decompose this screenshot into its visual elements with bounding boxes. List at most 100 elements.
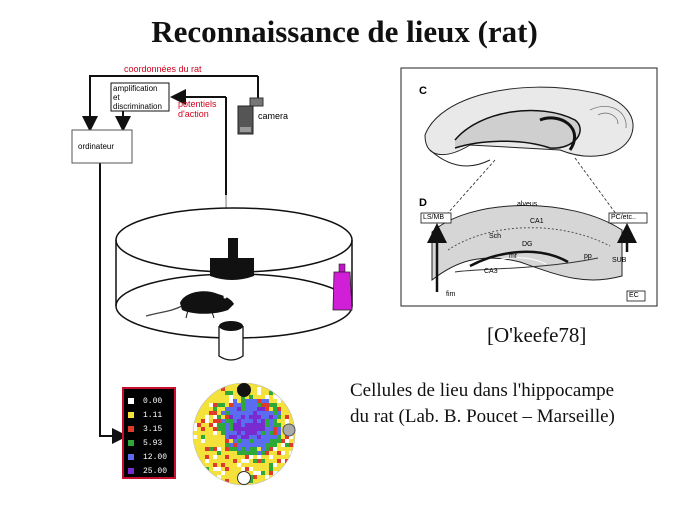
map-pixel — [221, 475, 225, 479]
map-pixel — [241, 435, 245, 439]
map-pixel — [201, 423, 205, 427]
map-pixel — [229, 411, 233, 415]
map-pixel — [201, 455, 205, 459]
map-pixel — [273, 427, 277, 431]
panel-d-label: D — [419, 197, 427, 209]
map-pixel — [233, 439, 237, 443]
map-pixel — [257, 423, 261, 427]
map-pixel — [281, 411, 285, 415]
map-pixel — [249, 439, 253, 443]
map-pixel — [273, 403, 277, 407]
map-pixel — [233, 463, 237, 467]
map-pixel — [253, 455, 257, 459]
map-pixel — [273, 407, 277, 411]
map-pixel — [277, 455, 281, 459]
map-pixel — [225, 423, 229, 427]
map-pixel — [237, 467, 241, 471]
map-pixel — [193, 443, 197, 447]
map-pixel — [217, 431, 221, 435]
map-pixel — [209, 399, 213, 403]
map-pixel — [285, 443, 289, 447]
map-pixel — [213, 411, 217, 415]
map-pixel — [217, 411, 221, 415]
map-pixel — [225, 435, 229, 439]
map-pixel — [277, 451, 281, 455]
map-pixel — [201, 403, 205, 407]
map-pixel — [217, 415, 221, 419]
map-pixel — [193, 427, 197, 431]
map-pixel — [245, 399, 249, 403]
map-pixel — [217, 399, 221, 403]
map-pixel — [265, 419, 269, 423]
map-pixel — [257, 387, 261, 391]
map-pixel — [261, 399, 265, 403]
map-pixel — [209, 419, 213, 423]
map-pixel — [281, 403, 285, 407]
map-pixel — [229, 407, 233, 411]
map-pixel — [241, 451, 245, 455]
map-pixel — [221, 431, 225, 435]
map-pixel — [249, 467, 253, 471]
map-pixel — [217, 451, 221, 455]
map-pixel — [237, 419, 241, 423]
map-pixel — [233, 391, 237, 395]
map-pixel — [277, 431, 281, 435]
map-pixel — [261, 443, 265, 447]
map-pixel — [201, 419, 205, 423]
map-pixel — [257, 439, 261, 443]
map-pixel — [233, 431, 237, 435]
map-pixel — [205, 463, 209, 467]
map-pixel — [221, 443, 225, 447]
map-pixel — [265, 435, 269, 439]
map-pixel — [281, 423, 285, 427]
map-pixel — [201, 431, 205, 435]
map-pixel — [197, 423, 201, 427]
map-pixel — [249, 479, 253, 483]
map-pixel — [233, 383, 237, 387]
map-pixel — [269, 471, 273, 475]
map-pixel — [217, 419, 221, 423]
map-pixel — [281, 415, 285, 419]
map-pixel — [257, 431, 261, 435]
map-pixel — [273, 443, 277, 447]
map-pixel — [205, 443, 209, 447]
map-pixel — [245, 443, 249, 447]
map-pixel — [249, 427, 253, 431]
led-marker-black — [237, 383, 251, 397]
map-pixel — [265, 475, 269, 479]
map-pixel — [237, 459, 241, 463]
map-pixel — [253, 475, 257, 479]
map-pixel — [265, 471, 269, 475]
map-pixel — [249, 411, 253, 415]
map-pixel — [281, 419, 285, 423]
map-pixel — [273, 435, 277, 439]
map-pixel — [237, 415, 241, 419]
map-pixel — [281, 455, 285, 459]
map-pixel — [241, 463, 245, 467]
map-pixel — [245, 431, 249, 435]
map-pixel — [221, 415, 225, 419]
map-pixel — [209, 443, 213, 447]
map-pixel — [281, 407, 285, 411]
map-pixel — [241, 431, 245, 435]
legend-swatch — [128, 412, 134, 418]
map-pixel — [285, 447, 289, 451]
map-pixel — [265, 459, 269, 463]
map-pixel — [273, 415, 277, 419]
map-pixel — [213, 391, 217, 395]
map-pixel — [269, 407, 273, 411]
caption-line-1: Cellules de lieu dans l'hippocampe — [350, 380, 615, 401]
fim-label: fim — [446, 291, 456, 298]
map-pixel — [277, 415, 281, 419]
legend-row: 0.00 — [128, 394, 170, 408]
map-pixel — [221, 399, 225, 403]
map-pixel — [257, 419, 261, 423]
map-pixel — [193, 431, 197, 435]
map-pixel — [253, 479, 257, 483]
map-pixel — [245, 395, 249, 399]
map-pixel — [229, 475, 233, 479]
map-pixel — [269, 415, 273, 419]
map-pixel — [261, 447, 265, 451]
map-pixel — [197, 455, 201, 459]
